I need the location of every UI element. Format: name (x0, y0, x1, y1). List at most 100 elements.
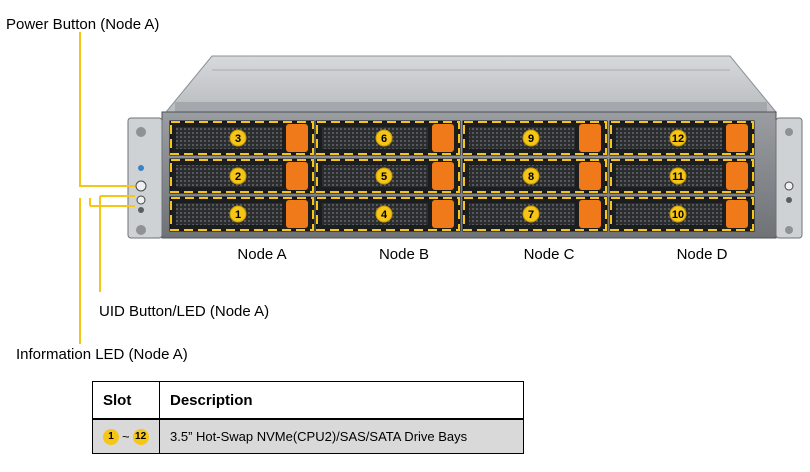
slot-range-separator: ~ (122, 429, 130, 445)
drive-bay-number-badge (229, 205, 247, 223)
drive-bay-number: 9 (528, 133, 534, 145)
drive-bay-number-badge (375, 167, 393, 185)
drive-bay: 5 (315, 158, 461, 194)
drive-bay-number: 1 (235, 209, 241, 221)
power-button-icon (135, 180, 147, 192)
drive-bay-outline (316, 197, 460, 231)
drive-bay-number: 5 (381, 171, 387, 183)
drive-bay: 8 (462, 158, 608, 194)
slot-from-badge: 1 (103, 428, 119, 445)
ear-screw-icon (136, 225, 146, 235)
drive-bay-number-badge (669, 205, 687, 223)
power-button-icon (784, 181, 794, 191)
drive-bay-number: 4 (381, 209, 388, 221)
callout-leader-lines (79, 32, 135, 344)
drive-bay-outline (170, 197, 314, 231)
drive-bay-outline (316, 121, 460, 155)
drive-bay-outline (170, 159, 314, 193)
drive-bay-number-badge (522, 129, 540, 147)
drive-tray-grill (322, 165, 428, 187)
drive-tray-grill (616, 165, 722, 187)
drive-bay-number: 12 (672, 133, 684, 145)
drive-tray-grill (469, 127, 575, 149)
drive-bay-number-badge (522, 167, 540, 185)
drive-tray-grill (176, 165, 282, 187)
drive-bay-outline (170, 121, 314, 155)
node-d-label: Node D (676, 246, 728, 263)
drive-bay-number-badge (375, 205, 393, 223)
drive-bay: 6 (315, 120, 461, 156)
drive-bay: 1 (169, 196, 315, 232)
drive-latch-icon (432, 162, 454, 190)
table-header-row: Slot Description (92, 381, 524, 420)
drive-bay: 11 (609, 158, 755, 194)
led-icon (786, 197, 792, 203)
drive-tray-grill (616, 203, 722, 225)
drive-latch-icon (726, 200, 748, 228)
node-a-label: Node A (237, 246, 287, 263)
information-led-icon (138, 207, 144, 213)
drive-bay: 2 (169, 158, 315, 194)
ear-screw-icon (136, 127, 146, 137)
drive-latch-icon (579, 124, 601, 152)
drive-latch-icon (579, 162, 601, 190)
chassis-front-lip (175, 102, 767, 112)
drive-tray-grill (469, 165, 575, 187)
drive-bay: 10 (609, 196, 755, 232)
drive-tray-grill (176, 127, 282, 149)
drive-bay-number: 7 (528, 209, 534, 221)
power-button-leader (79, 32, 135, 187)
drive-bay-outline (463, 121, 607, 155)
drive-bay-number-badge (669, 129, 687, 147)
information-led-label: Information LED (Node A) (16, 346, 188, 363)
drive-bay-number-badge (669, 167, 687, 185)
node-drive-group: 6 5 4 (315, 120, 461, 232)
description-header: Description (159, 381, 524, 420)
drive-tray-grill (616, 127, 722, 149)
slot-to-badge: 12 (132, 428, 149, 445)
drive-bay-number-badge (229, 129, 247, 147)
drive-bay: 3 (169, 120, 315, 156)
power-led-icon (138, 165, 144, 171)
drive-latch-icon (432, 200, 454, 228)
left-rack-ear (127, 117, 163, 239)
drive-bay: 12 (609, 120, 755, 156)
ear-screw-icon (785, 226, 793, 234)
node-c-label: Node C (523, 246, 575, 263)
power-button-label: Power Button (Node A) (6, 16, 160, 33)
uid-button-icon (136, 195, 146, 205)
drive-bay-outline (463, 159, 607, 193)
drive-bay-number: 2 (235, 171, 241, 183)
drive-tray-grill (322, 127, 428, 149)
drive-bay: 9 (462, 120, 608, 156)
right-rack-ear (775, 117, 803, 239)
drive-bay: 7 (462, 196, 608, 232)
drive-bay-number: 3 (235, 133, 241, 145)
uid-button-label: UID Button/LED (Node A) (99, 303, 270, 320)
slot-cell: 1~12 (92, 418, 160, 454)
drive-bay-number-badge (375, 129, 393, 147)
node-drive-group: 12 11 10 (609, 120, 755, 232)
drive-latch-icon (286, 124, 308, 152)
drive-latch-icon (726, 162, 748, 190)
drive-bay-outline (610, 197, 754, 231)
table-row: 1~12 3.5” Hot-Swap NVMe(CPU2)/SAS/SATA D… (92, 418, 524, 454)
drive-latch-icon (432, 124, 454, 152)
drive-bay-outline (610, 159, 754, 193)
drive-latch-icon (286, 162, 308, 190)
drive-bay-number-badge (229, 167, 247, 185)
slot-description-table: Slot Description 1~12 3.5” Hot-Swap NVMe… (92, 381, 524, 454)
drive-bay-number: 6 (381, 133, 387, 145)
node-drive-group: 3 2 1 (169, 120, 315, 232)
drive-bay-number: 10 (672, 209, 684, 221)
description-cell: 3.5” Hot-Swap NVMe(CPU2)/SAS/SATA Drive … (159, 418, 524, 454)
drive-bay-number: 8 (528, 171, 534, 183)
drive-bay-number-badge (522, 205, 540, 223)
ear-screw-icon (785, 128, 793, 136)
drive-tray-grill (176, 203, 282, 225)
drive-bay-number: 11 (672, 171, 684, 183)
drive-bay-outline (316, 159, 460, 193)
node-drive-group: 9 8 7 (462, 120, 608, 232)
node-b-label: Node B (378, 246, 430, 263)
